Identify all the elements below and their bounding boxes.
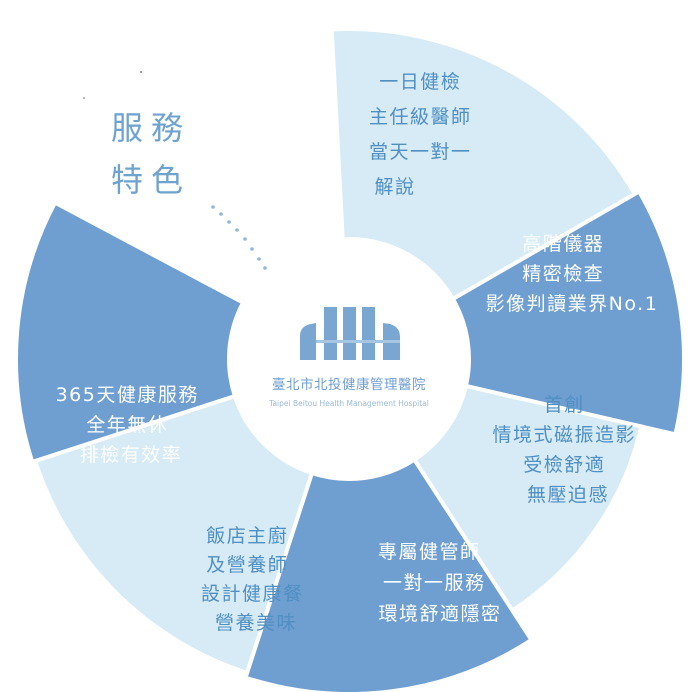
segment-healthy-meals-text: 飯店主廚 及營養師 設計健康餐 營養美味 — [201, 524, 311, 634]
hospital-logo-icon — [300, 307, 400, 360]
segment-situational-mri-text: 首創 情境式磁振造影 受檢舒適 無壓迫感 — [492, 394, 643, 506]
stray-marks — [83, 71, 142, 99]
hospital-name-cn: 臺北市北投健康管理醫院 — [272, 376, 426, 393]
segment-year-round-service-text: 365天健康服務 全年無休 排檢有效率 — [56, 384, 207, 466]
segment-dedicated-health-manager-text: 專屬健管師 一對一服務 環境舒適隱密 — [378, 541, 502, 625]
segment-one-day-checkup-text: 一日健檢 主任級醫師 當天一對一 解說 — [369, 71, 479, 198]
section-title: 服務 特色 — [111, 109, 209, 199]
segment-advanced-equipment-text: 高階儀器 精密檢查 影像判讀業界No.1 — [486, 233, 659, 315]
hospital-name-en: Taipei Beitou Health Management Hospital — [268, 399, 429, 408]
dotted-connector — [211, 205, 267, 270]
